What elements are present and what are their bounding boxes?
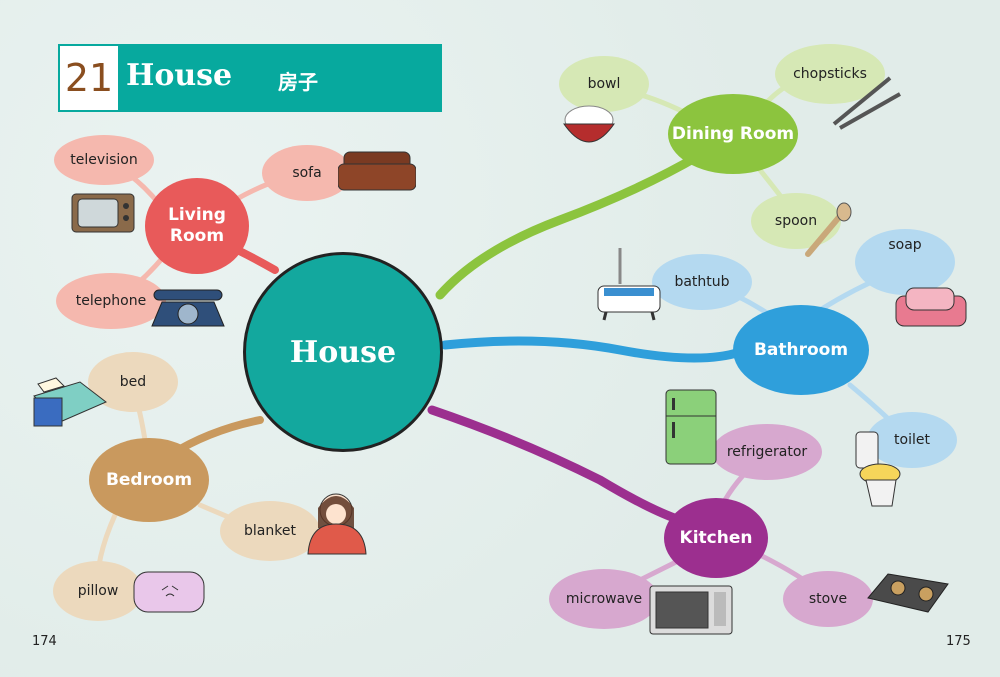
- refrigerator-icon: [665, 389, 717, 465]
- node-television: television: [54, 135, 154, 185]
- node-blanket: blanket: [220, 501, 320, 561]
- node-chopsticks: chopsticks: [775, 44, 885, 104]
- television-icon: [71, 193, 135, 233]
- node-spoon: spoon: [751, 193, 841, 249]
- node-soap: soap: [855, 229, 955, 295]
- center-node-house: House: [243, 252, 443, 452]
- node-telephone: telephone: [56, 273, 166, 329]
- chopsticks-icon: [832, 76, 901, 130]
- node-refrigerator: refrigerator: [712, 424, 822, 480]
- soap-icon: [895, 287, 967, 327]
- page-number-right: 175: [946, 634, 971, 649]
- node-microwave: microwave: [549, 569, 659, 629]
- spoon-icon: [805, 202, 852, 257]
- node-dining-room: Dining Room: [668, 94, 798, 174]
- node-pillow: pillow: [53, 561, 143, 621]
- bathtub-icon: [597, 248, 661, 321]
- node-kitchen: Kitchen: [664, 498, 768, 578]
- node-bathroom: Bathroom: [733, 305, 869, 395]
- node-sofa: sofa: [262, 145, 352, 201]
- node-bowl: bowl: [559, 56, 649, 112]
- node-living-room: Living Room: [145, 178, 249, 274]
- chapter-header: 21 House 房子: [58, 44, 442, 112]
- bed-icon: [33, 377, 107, 427]
- girl-with-blanket-icon: [307, 493, 367, 555]
- chapter-title-chinese: 房子: [278, 70, 318, 94]
- chapter-number: 21: [60, 46, 118, 110]
- page-number-left: 174: [32, 634, 57, 649]
- microwave-icon: [649, 585, 733, 635]
- pillow-icon: [133, 571, 205, 613]
- rice-bowl-icon: [563, 105, 615, 143]
- node-toilet: toilet: [867, 412, 957, 468]
- telephone-icon: [151, 289, 225, 327]
- sofa-icon: [338, 151, 416, 191]
- node-bedroom: Bedroom: [89, 438, 209, 522]
- node-bathtub: bathtub: [652, 254, 752, 310]
- toilet-icon: [855, 431, 901, 507]
- chapter-title: House: [126, 58, 233, 93]
- gas-stove-icon: [867, 573, 949, 613]
- node-stove: stove: [783, 571, 873, 627]
